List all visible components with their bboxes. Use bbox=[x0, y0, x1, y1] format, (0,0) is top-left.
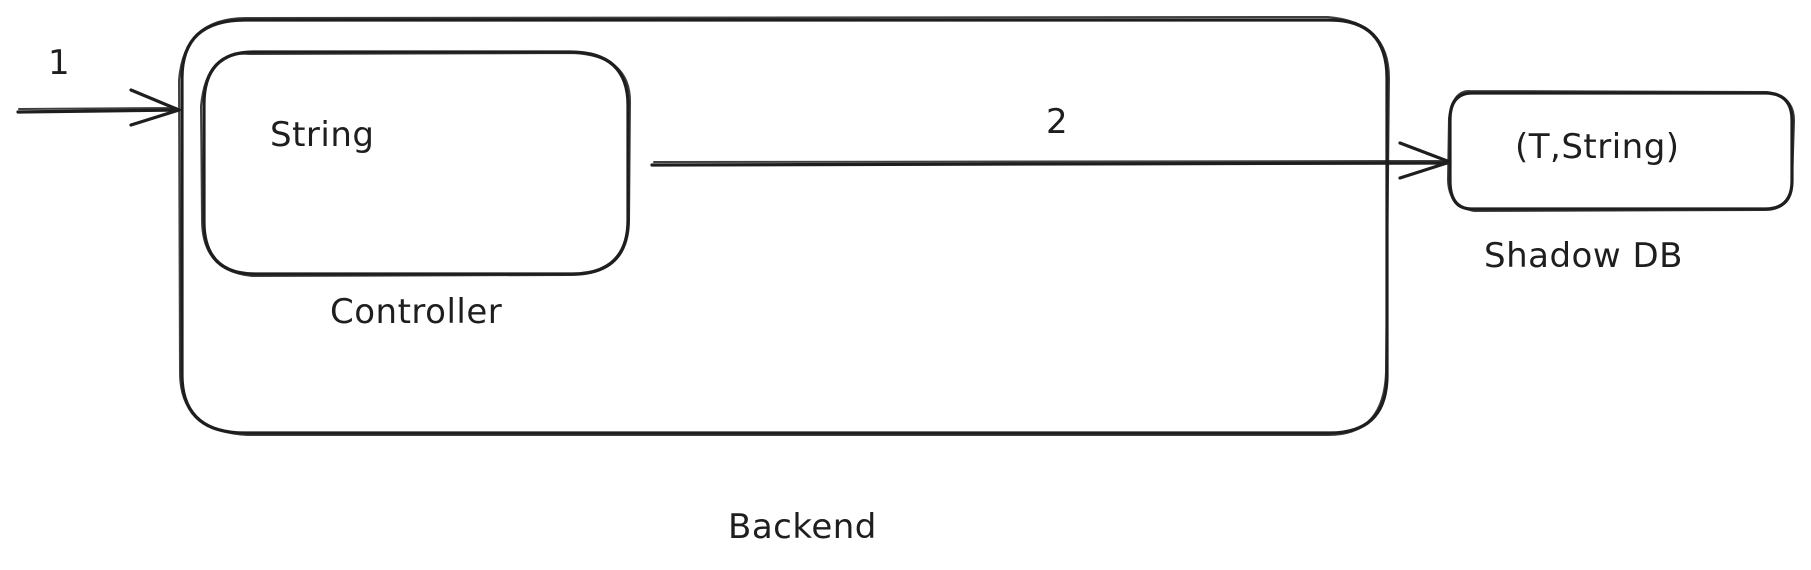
arrow-1-label: 1 bbox=[48, 43, 70, 83]
backend-title-label: Backend bbox=[728, 507, 877, 547]
shadow-db-box[interactable] bbox=[1447, 89, 1796, 212]
shadow-db-title-label: Shadow DB bbox=[1484, 236, 1683, 276]
controller-content-label: String bbox=[270, 115, 374, 155]
shadow-db-content-label: (T,String) bbox=[1515, 127, 1680, 167]
arrow-2-connector[interactable] bbox=[650, 141, 1452, 180]
controller-box[interactable] bbox=[200, 50, 632, 277]
backend-box[interactable] bbox=[178, 16, 1391, 437]
arrow-2-label: 2 bbox=[1046, 102, 1068, 142]
controller-title-label: Controller bbox=[330, 292, 502, 332]
arrow-1-connector[interactable] bbox=[16, 88, 181, 127]
